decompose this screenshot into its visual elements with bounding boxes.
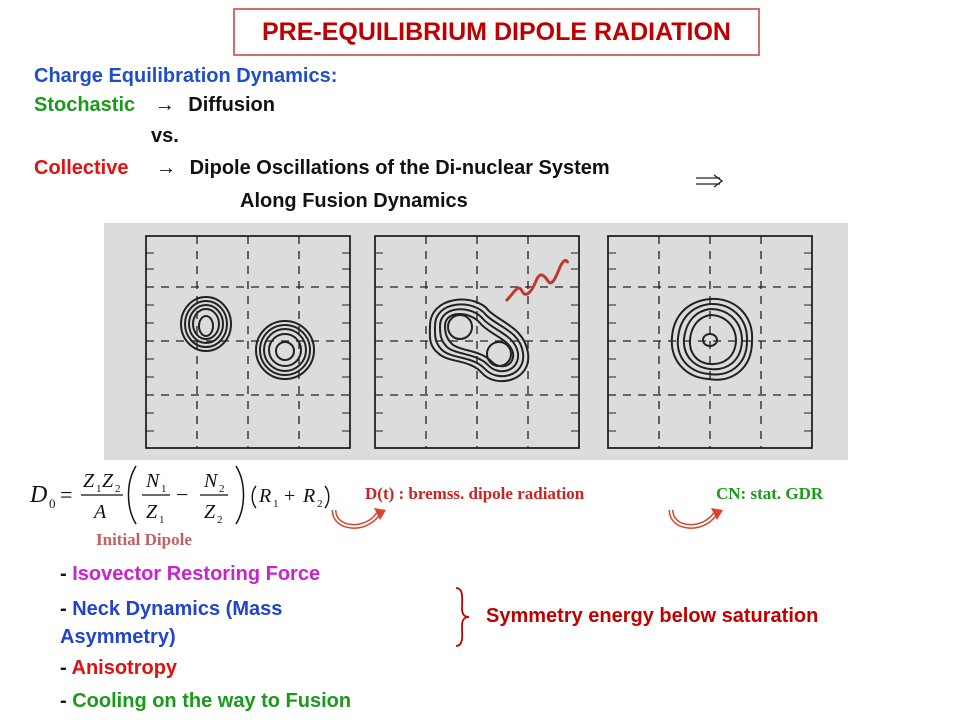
svg-text:R: R bbox=[302, 485, 315, 507]
vs-label: vs. bbox=[151, 125, 179, 147]
stochastic-line: Stochastic → Diffusion bbox=[34, 93, 275, 117]
isovector-restoring-force: Isovector Restoring Force bbox=[72, 563, 321, 585]
svg-text:1: 1 bbox=[273, 498, 279, 510]
svg-text:2: 2 bbox=[219, 483, 225, 495]
dipole-oscillations-label: Dipole Oscillations of the Di-nuclear Sy… bbox=[189, 157, 610, 179]
svg-text:−: − bbox=[176, 482, 188, 507]
svg-text:Z: Z bbox=[204, 501, 216, 523]
svg-text:Z: Z bbox=[83, 470, 95, 492]
svg-text:1: 1 bbox=[161, 483, 167, 495]
svg-text:1: 1 bbox=[96, 483, 102, 495]
svg-text:+: + bbox=[284, 485, 295, 507]
list-dash: - bbox=[60, 598, 67, 620]
svg-text:N: N bbox=[145, 470, 161, 492]
density-contour-panels bbox=[104, 223, 848, 460]
bremsstrahlung-label: D(t) : bremss. dipole radiation bbox=[365, 484, 585, 503]
arrow-right-icon: → bbox=[156, 157, 177, 179]
svg-text:=: = bbox=[60, 482, 72, 507]
svg-text:A: A bbox=[92, 501, 107, 523]
contour-panel-1 bbox=[145, 235, 351, 449]
charge-equilibration-heading: Charge Equilibration Dynamics: bbox=[34, 65, 338, 87]
svg-text:1: 1 bbox=[159, 514, 165, 526]
list-item: - Anisotropy bbox=[60, 656, 177, 681]
contour-panel-3 bbox=[607, 235, 813, 449]
svg-text:N: N bbox=[203, 470, 219, 492]
diffusion-label: Diffusion bbox=[188, 94, 275, 116]
list-dash: - bbox=[60, 690, 67, 712]
list-item: - Cooling on the way to Fusion bbox=[60, 689, 351, 714]
svg-text:2: 2 bbox=[217, 514, 223, 526]
list-item: - Neck Dynamics (Mass bbox=[60, 597, 400, 622]
neck-dynamics-cont: Asymmetry) bbox=[60, 626, 176, 648]
cooling-fusion: Cooling on the way to Fusion bbox=[72, 690, 352, 712]
radiation-wave-icon bbox=[504, 258, 570, 303]
svg-text:R: R bbox=[258, 485, 271, 507]
curved-arrow-icon bbox=[331, 508, 386, 529]
svg-text:0: 0 bbox=[49, 496, 56, 511]
curly-brace-icon bbox=[455, 587, 470, 647]
curved-arrow-icon bbox=[668, 508, 723, 529]
along-fusion-label: Along Fusion Dynamics bbox=[240, 190, 468, 212]
collective-line: Collective → Dipole Oscillations of the … bbox=[34, 156, 610, 180]
neck-dynamics: Neck Dynamics (Mass bbox=[72, 598, 283, 620]
vector-arrow-icon bbox=[696, 174, 724, 188]
contour-panel-2 bbox=[374, 235, 580, 449]
list-dash: - bbox=[60, 657, 67, 679]
symmetry-energy-label: Symmetry energy below saturation bbox=[486, 605, 819, 627]
arrow-right-icon: → bbox=[154, 94, 175, 116]
svg-text:2: 2 bbox=[317, 498, 323, 510]
collective-label: Collective bbox=[34, 157, 129, 179]
contour-plots-figure bbox=[145, 235, 813, 449]
initial-dipole-label: Initial Dipole bbox=[96, 530, 192, 549]
svg-text:D: D bbox=[29, 482, 47, 508]
svg-text:Z: Z bbox=[102, 470, 114, 492]
svg-text:Z: Z bbox=[146, 501, 158, 523]
list-item: - Isovector Restoring Force bbox=[60, 562, 320, 587]
anisotropy: Anisotropy bbox=[71, 657, 178, 679]
svg-text:2: 2 bbox=[115, 483, 121, 495]
stochastic-label: Stochastic bbox=[34, 94, 136, 116]
cn-gdr-label: CN: stat. GDR bbox=[716, 484, 824, 503]
list-dash: - bbox=[60, 563, 67, 585]
slide-title: PRE-EQUILIBRIUM DIPOLE RADIATION bbox=[233, 8, 760, 56]
